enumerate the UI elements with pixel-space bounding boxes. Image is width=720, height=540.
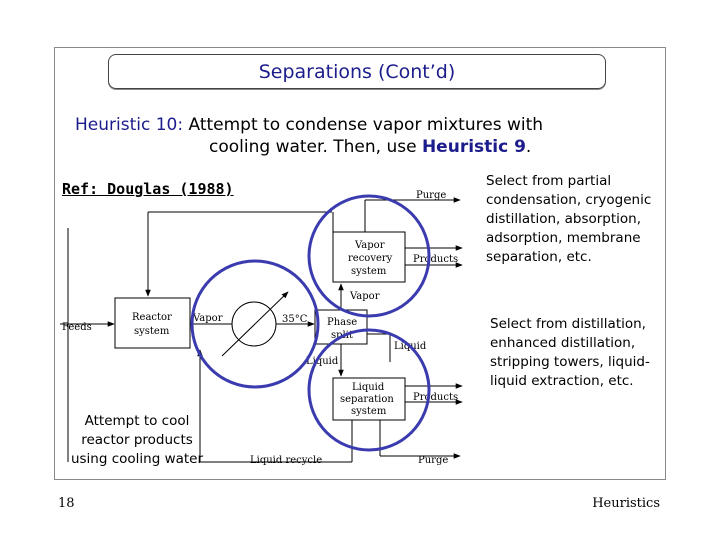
vapor-up-label: Vapor (349, 291, 380, 302)
purge-top-label: Purge (416, 190, 446, 201)
liquid-separation-highlight (307, 328, 431, 452)
slide-frame (54, 47, 666, 480)
heuristic-end: . (525, 137, 532, 157)
note-cooling: Attempt to cool reactor products using c… (70, 413, 204, 467)
reactor-box (114, 297, 191, 349)
vapor-recovery-label-1: Vapor (354, 240, 385, 251)
purge-bottom-label: Purge (418, 455, 448, 466)
feeds-label: Feeds (62, 322, 92, 333)
products-top-label: Products (413, 254, 458, 265)
heuristic-name: Heuristic 10: (75, 115, 184, 135)
liquid-separation-box (332, 377, 406, 421)
heuristic-line2: cooling water. Then, use Heuristic 9. (75, 136, 635, 158)
condenser-highlight (190, 259, 320, 389)
heuristic-ref: Heuristic 9 (421, 137, 526, 157)
heuristic-statement: Heuristic 10: Attempt to condense vapor … (75, 114, 635, 158)
liquid-recycle-label: Liquid recycle (250, 455, 322, 466)
vapor-recovery-box (332, 231, 406, 283)
note-liquid-separation: Select from distillation, enhanced disti… (490, 316, 650, 389)
liquid-sep-label-3: system (351, 406, 387, 417)
vapor-left-label: Vapor (192, 313, 223, 324)
heuristic-text-line1: Attempt to condense vapor mixtures with (183, 115, 544, 135)
vapor-recovery-label-3: system (351, 266, 387, 277)
liquid-below-label: Liquid (306, 356, 339, 367)
reactor-label-1: Reactor (132, 312, 172, 323)
slide-title: Separations (Cont’d) (258, 61, 456, 83)
liquid-sep-label-2: separation (340, 394, 394, 405)
vapor-recovery-highlight (307, 194, 431, 318)
vapor-recovery-label-2: recovery (348, 253, 393, 264)
temperature-label: 35°C (282, 314, 308, 325)
liquid-sep-label-1: Liquid (352, 382, 385, 393)
phase-split-label-1: Phase (327, 317, 357, 328)
reference-citation: Ref: Douglas (1988) (62, 180, 234, 198)
condenser-arrow (221, 291, 289, 357)
products-bottom-label: Products (413, 392, 458, 403)
note-vapor-separation: Select from partial condensation, cryoge… (486, 173, 652, 265)
title-box: Separations (Cont’d) (108, 54, 606, 89)
page-number: 18 (58, 496, 75, 511)
reactor-label-2: system (134, 326, 170, 337)
footer-label: Heuristics (592, 496, 660, 511)
heuristic-text-line2: cooling water. Then, use (209, 137, 422, 157)
